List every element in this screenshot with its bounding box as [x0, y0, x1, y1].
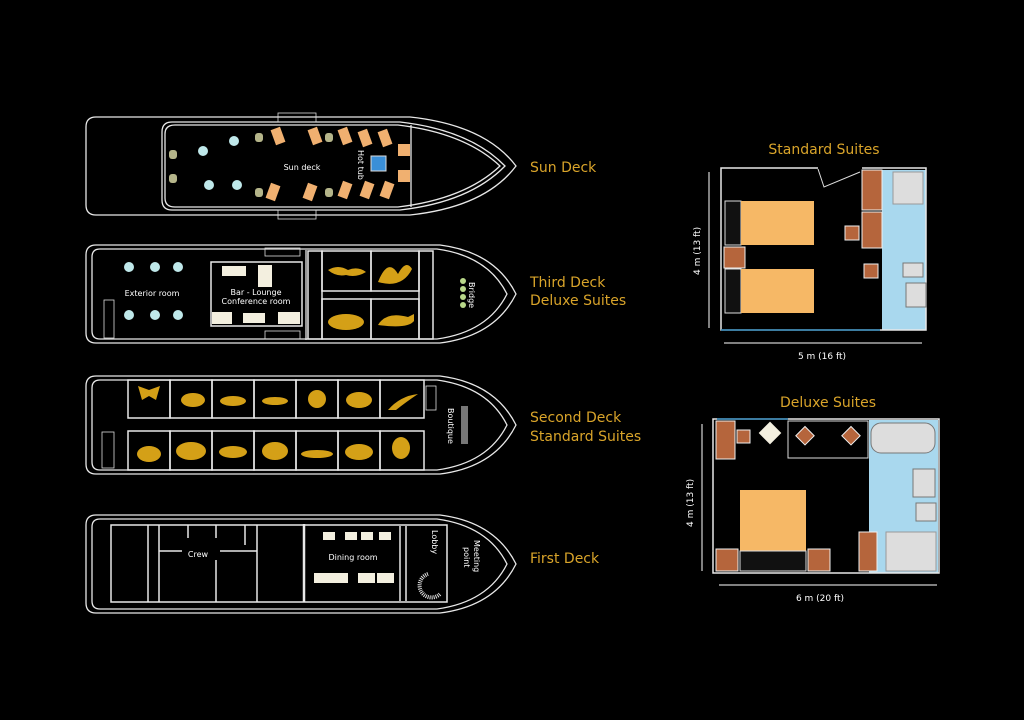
- otter-icon: [219, 446, 247, 458]
- dining-tables: [314, 532, 394, 583]
- stairs-icon: [264, 330, 301, 340]
- standard-width-dim: 5 m (16 ft): [798, 352, 846, 362]
- room-label-crew: Crew: [188, 550, 209, 559]
- fish-icon: [181, 393, 205, 407]
- standard-cabins: [127, 379, 425, 471]
- deluxe-suite-title: Deluxe Suites: [780, 395, 876, 411]
- ant-icon: [220, 396, 246, 406]
- deck-label-second: Second Deck: [530, 410, 622, 426]
- deluxe-suite-plan: Deluxe Suites 4 m (13 ft) 6 m (20 ft): [686, 395, 940, 604]
- standard-suite-plan: Standard Suites 4 m (13 ft) 5 m (16 ft): [693, 142, 927, 362]
- bathtub-icon: [870, 422, 936, 454]
- stairs-icon: [264, 247, 301, 257]
- spiral-staircase-icon: [417, 572, 442, 600]
- bed-icon: [741, 201, 814, 245]
- toucan-icon: [388, 394, 418, 410]
- room-label-bar-lounge: Bar - Lounge: [230, 288, 281, 297]
- manatee-icon: [328, 314, 364, 330]
- capybara-icon: [346, 392, 372, 408]
- second-deck-plan: Boutique Second Deck Standard Suites: [85, 375, 641, 475]
- deck-label-second-sub: Standard Suites: [530, 429, 641, 445]
- room-label-hot-tub: Hot tub: [356, 150, 365, 180]
- room-label-meeting: Meeting: [472, 540, 481, 572]
- deck-label-third: Third Deck: [529, 275, 606, 291]
- sink-icon: [905, 282, 927, 308]
- room-label-exterior: Exterior room: [125, 289, 180, 298]
- shower-icon: [892, 171, 924, 205]
- butterfly-icon: [138, 386, 160, 400]
- bed-icon: [740, 490, 806, 551]
- stairs-icon: [425, 385, 437, 411]
- first-deck-plan: Crew Dining room Lobby Meeting point Fir…: [85, 514, 600, 614]
- stairs-icon: [103, 299, 115, 339]
- animal-icons: [137, 386, 418, 462]
- room-label-bridge: Bridge: [467, 282, 476, 308]
- armchair-icon: [758, 421, 782, 445]
- shower-icon: [885, 531, 937, 572]
- jaguar-icon: [378, 314, 414, 327]
- room-label-boutique: Boutique: [446, 408, 455, 444]
- standard-suite-title: Standard Suites: [768, 142, 879, 158]
- deck-label-sun: Sun Deck: [530, 160, 597, 176]
- room-label-conference: Conference room: [222, 297, 291, 306]
- room-label-lobby: Lobby: [430, 530, 439, 554]
- stairs-icon: [277, 209, 317, 220]
- tables: [169, 133, 333, 197]
- turtle-icon: [345, 444, 373, 460]
- caiman-icon: [301, 450, 333, 458]
- deck-label-third-sub: Deluxe Suites: [530, 293, 626, 309]
- dolphin-icon: [328, 267, 366, 276]
- stairs-icon: [101, 431, 115, 469]
- frog-icon: [308, 390, 326, 408]
- bar-furniture: [212, 265, 300, 324]
- snake-icon: [378, 265, 412, 284]
- toilet-icon: [915, 502, 937, 522]
- sun-deck-plan: Sun deck Hot tub Sun Deck: [85, 112, 597, 220]
- stairs-icon: [277, 112, 317, 123]
- deluxe-height-dim: 4 m (13 ft): [686, 479, 696, 527]
- crew-walls: [147, 524, 407, 602]
- sink-icon: [912, 468, 936, 498]
- bed-icon: [741, 269, 814, 313]
- sun-loungers: [265, 126, 410, 202]
- room-label-point: point: [462, 547, 471, 567]
- boutique-counter: [461, 406, 468, 444]
- standard-height-dim: 4 m (13 ft): [693, 227, 703, 275]
- hoatzin-icon: [392, 437, 410, 459]
- gecko-icon: [262, 397, 288, 405]
- hot-tub-icon: [370, 155, 387, 172]
- coati-icon: [137, 446, 161, 462]
- tapir-icon: [176, 442, 206, 460]
- room-label-sun-deck: Sun deck: [284, 163, 321, 172]
- monkey-icon: [262, 442, 288, 460]
- toilet-icon: [902, 262, 924, 278]
- third-deck-plan: Exterior room Bar - Lounge Conference ro…: [85, 244, 626, 344]
- deck-label-first: First Deck: [530, 551, 600, 567]
- room-label-dining: Dining room: [328, 553, 377, 562]
- tables: [124, 262, 466, 320]
- deluxe-width-dim: 6 m (20 ft): [796, 594, 844, 604]
